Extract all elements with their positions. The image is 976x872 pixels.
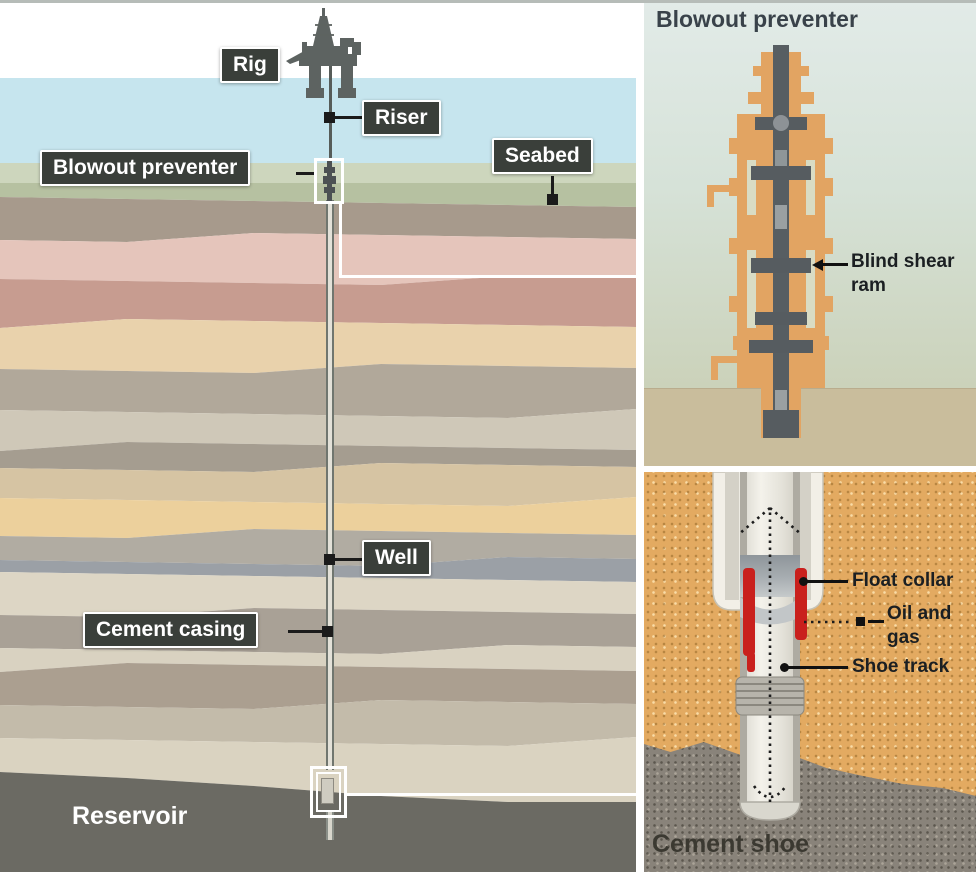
bop-detail-connector-vertical	[339, 202, 342, 278]
riser-pipe-line	[329, 60, 332, 160]
oil-and-gas-pointer-square	[856, 617, 865, 626]
well-label: Well	[362, 540, 431, 576]
shoe-track-pointer-line	[788, 666, 848, 669]
rig-icon	[286, 8, 361, 98]
blind-shear-ram-pointer-line	[822, 263, 848, 266]
seabed-pointer-dot	[547, 194, 558, 205]
riser-pointer-line	[335, 116, 363, 119]
bop-panel-title: Blowout preventer	[656, 6, 858, 32]
well-pointer-dot	[324, 554, 335, 565]
cement-casing-label: Cement casing	[83, 612, 259, 648]
float-collar-pointer-dot	[799, 577, 808, 586]
top-border	[0, 0, 976, 3]
cement-shoe-highlight-box	[310, 766, 347, 818]
cement-shoe-panel-title: Cement shoe	[652, 830, 809, 858]
cement-shoe-inner-frame	[316, 772, 341, 812]
float-collar-pointer-line	[807, 580, 848, 583]
bop-detail-connector-horizontal	[339, 275, 636, 278]
oil-and-gas-label: Oil and gas	[887, 602, 951, 650]
cement-shoe-detail-panel: Float collar Oil and gas Shoe track Ceme…	[644, 472, 976, 872]
seabed-label: Seabed	[492, 138, 593, 174]
cement-casing-pointer-dot	[322, 626, 333, 637]
oil-and-gas-label-line1: Oil and	[887, 603, 952, 624]
sea-and-strata-graphic	[0, 78, 636, 872]
blowout-preventer-graphic	[707, 45, 833, 438]
well-casing-line	[326, 200, 334, 770]
oil-and-gas-pointer-line	[868, 620, 884, 623]
cement-shoe-glyph-icon	[321, 778, 334, 804]
well-cross-section-panel: Rig Riser Blowout preventer Seabed Well …	[0, 8, 636, 872]
shoe-detail-connector	[347, 793, 636, 796]
float-collar-label: Float collar	[852, 570, 954, 591]
shoe-track-pointer-dot	[780, 663, 789, 672]
seabed-ground	[644, 388, 976, 466]
oil-and-gas-label-line2: gas	[887, 627, 920, 648]
shoe-track-label: Shoe track	[852, 656, 950, 677]
blowout-preventer-label: Blowout preventer	[40, 150, 251, 186]
blind-shear-ram-label: Blind shear ram	[851, 250, 954, 298]
well-bottom-stub	[326, 812, 334, 840]
bop-pointer-line	[296, 172, 316, 175]
riser-pointer-dot	[324, 112, 335, 123]
blind-shear-ram-label-line1: Blind shear	[851, 251, 955, 272]
cement-casing-pointer-line	[288, 630, 324, 633]
blowout-preventer-detail-panel: Blowout preventer Blind shear ram	[644, 0, 976, 466]
blind-shear-ram-arrowhead-icon	[812, 259, 823, 271]
blind-shear-ram-label-line2: ram	[851, 275, 886, 296]
rig-label: Rig	[220, 47, 280, 83]
well-pointer-line	[335, 558, 363, 561]
bop-highlight-box	[314, 158, 344, 204]
bop-glyph-icon	[323, 161, 336, 201]
cement-shoe-graphic	[712, 472, 851, 821]
riser-label: Riser	[362, 100, 441, 136]
reservoir-label: Reservoir	[72, 802, 188, 830]
seabed-pointer-line	[551, 176, 554, 196]
